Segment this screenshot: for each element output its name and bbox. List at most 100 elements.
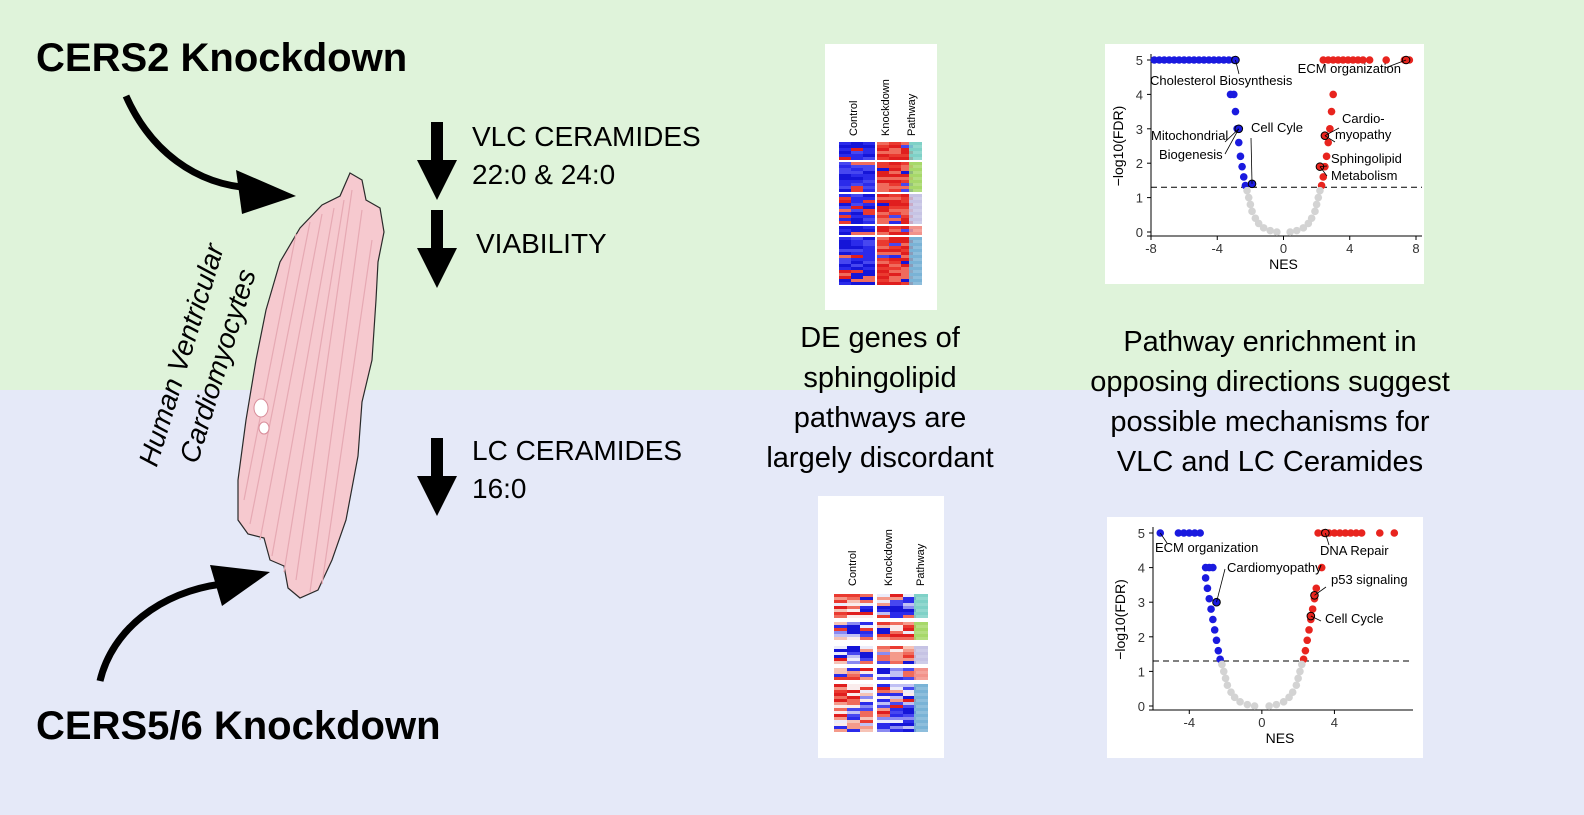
heatmap-cell	[877, 708, 890, 711]
heatmap-cell	[877, 615, 890, 618]
heatmap-cell	[863, 142, 875, 145]
heatmap-cell	[901, 177, 913, 180]
heatmap-cell	[863, 264, 875, 267]
heatmap-cell	[890, 717, 903, 720]
heatmap-pathway-cell	[909, 218, 922, 221]
heatmap-cell	[860, 603, 873, 606]
heatmap-cell	[877, 717, 890, 720]
heatmap-cell	[863, 165, 875, 168]
volcano-point	[1209, 615, 1217, 624]
heatmap-cell	[860, 594, 873, 597]
heatmap-cell	[863, 186, 875, 189]
heatmap-cell	[903, 714, 916, 717]
heatmap-cell	[890, 603, 903, 606]
heatmap-cell	[889, 171, 901, 174]
heatmap-cell	[877, 229, 889, 232]
pathway-annotation: ECM organization	[1155, 540, 1258, 555]
heatmap-cell	[834, 625, 847, 628]
heatmap-cell	[839, 148, 851, 151]
heatmap-cell	[877, 622, 890, 625]
heatmap-cell	[901, 145, 913, 148]
heatmap-cell	[877, 270, 889, 273]
volcano-point	[1352, 529, 1360, 537]
volcano-point	[1303, 636, 1312, 645]
volcano-point	[1244, 193, 1253, 202]
heatmap-cell	[863, 221, 875, 224]
heatmap-cell	[890, 684, 903, 687]
heatmap-cell	[834, 729, 847, 732]
heatmap-cell	[847, 658, 860, 661]
down-arrow-lc	[417, 438, 457, 516]
heatmap-cell	[877, 714, 890, 717]
heatmap-pathway-cell	[909, 165, 922, 168]
lc-ceramides-label: LC CERAMIDES 16:0	[472, 432, 682, 508]
heatmap-cell	[851, 174, 863, 177]
heatmap-cell	[901, 264, 913, 267]
heatmap-cell	[839, 249, 851, 252]
heatmap-cell	[847, 674, 860, 677]
heatmap-cell	[889, 252, 901, 255]
heatmap-cell	[889, 276, 901, 279]
heatmap-pathway-cell	[914, 622, 928, 625]
heatmap-cell	[890, 699, 903, 702]
heatmap-cell	[863, 157, 875, 160]
heatmap-cell	[834, 646, 847, 649]
heatmap-cell	[847, 717, 860, 720]
y-tick-label: 5	[1136, 53, 1143, 68]
heatmap-cell	[839, 194, 851, 197]
annotation-leader	[1250, 137, 1253, 184]
heatmap-cell	[877, 276, 889, 279]
heatmap-cell	[890, 606, 903, 609]
heatmap-cell	[890, 594, 903, 597]
heatmap-cell	[851, 171, 863, 174]
x-tick-label: 8	[1412, 241, 1419, 256]
heatmap-cell	[889, 177, 901, 180]
heatmap-cell	[903, 687, 916, 690]
heatmap-cell	[851, 255, 863, 258]
heatmap-cell	[890, 609, 903, 612]
volcano-point	[1341, 529, 1350, 537]
heatmap-column-label: Pathway	[906, 93, 918, 136]
heatmap-cell	[863, 162, 875, 165]
x-axis-label: NES	[1269, 256, 1298, 272]
heatmap-cell	[877, 243, 889, 246]
volcano-point	[1238, 162, 1246, 171]
heatmap-pathway-cell	[909, 194, 922, 197]
heatmap-cell	[889, 261, 901, 264]
heatmap-cell	[834, 631, 847, 634]
annotation-leader	[1324, 135, 1336, 143]
heatmap-cell	[847, 708, 860, 711]
heatmap-cell	[903, 711, 916, 714]
heatmap-cell	[847, 603, 860, 606]
heatmap-cell	[903, 702, 916, 705]
heatmap-cell	[889, 168, 901, 171]
heatmap-cell	[834, 606, 847, 609]
heatmap-cell	[863, 229, 875, 232]
heatmap-cell	[877, 273, 889, 276]
heatmap-cell	[889, 165, 901, 168]
heatmap-cell	[890, 729, 903, 732]
heatmap-pathway-cell	[914, 693, 928, 696]
heatmap-cell	[877, 142, 889, 145]
heatmap-cell	[847, 702, 860, 705]
heatmap-cell	[847, 625, 860, 628]
heatmap-pathway-cell	[914, 690, 928, 693]
heatmap-cell	[839, 151, 851, 154]
heatmap-cell	[863, 267, 875, 270]
heatmap-cell	[851, 264, 863, 267]
heatmap-pathway-cell	[909, 246, 922, 249]
heatmap-cell	[901, 148, 913, 151]
heatmap-cell	[851, 177, 863, 180]
y-tick-label: 2	[1138, 630, 1145, 645]
heatmap-cell	[903, 637, 916, 640]
volcano-point	[1230, 693, 1239, 702]
heatmap-column-label: Control	[847, 551, 859, 586]
heatmap-cell	[839, 212, 851, 215]
heatmap-cell	[863, 255, 875, 258]
heatmap-cell	[889, 243, 901, 246]
heatmap-cell	[860, 708, 873, 711]
volcano-point	[1265, 702, 1273, 710]
pathway-caption-line: opposing directions suggest	[1090, 366, 1450, 398]
heatmap-cell	[889, 174, 901, 177]
heatmap-cell	[834, 714, 847, 717]
